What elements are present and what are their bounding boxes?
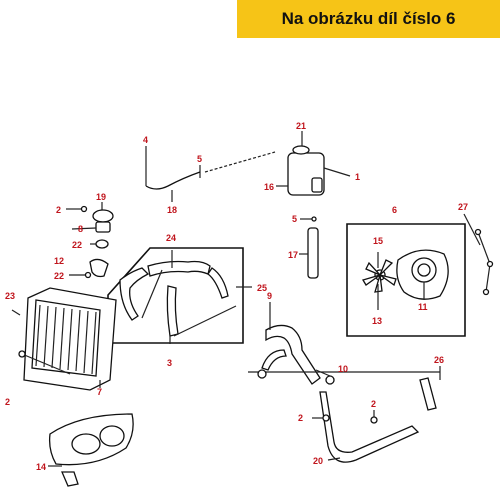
callout-18: 18 [167, 205, 177, 215]
callout-5: 5 [292, 214, 297, 224]
callout-9: 9 [267, 291, 272, 301]
callout-2: 2 [298, 413, 303, 423]
expansion-tank [276, 131, 351, 279]
callout-27: 27 [458, 202, 468, 212]
callout-16: 16 [264, 182, 274, 192]
hose-set-frame [107, 247, 244, 344]
callout-13: 13 [372, 316, 382, 326]
callout-8: 8 [78, 224, 83, 234]
callout-6: 6 [392, 205, 397, 215]
hose-set [119, 250, 252, 344]
callout-23: 23 [5, 291, 15, 301]
fan-assembly-frame [346, 223, 466, 337]
callout-14: 14 [36, 462, 46, 472]
upper-hose [145, 146, 276, 202]
callout-17: 17 [288, 250, 298, 260]
callout-2: 2 [371, 399, 376, 409]
callout-19: 19 [96, 192, 106, 202]
callout-22: 22 [54, 271, 64, 281]
callout-2: 2 [56, 205, 61, 215]
banner-text: Na obrázku díl číslo 6 [281, 9, 456, 28]
radiator-shroud [48, 413, 134, 487]
lower-pipes [248, 302, 441, 463]
callout-2: 2 [5, 397, 10, 407]
callout-5: 5 [197, 154, 202, 164]
callout-21: 21 [296, 121, 306, 131]
radiator [11, 287, 117, 391]
callout-15: 15 [373, 236, 383, 246]
thermostat-housing [66, 202, 114, 279]
callout-24: 24 [166, 233, 176, 243]
part-number-banner: Na obrázku díl číslo 6 [237, 0, 500, 38]
callout-20: 20 [313, 456, 323, 466]
callout-12: 12 [54, 256, 64, 266]
callout-7: 7 [97, 387, 102, 397]
callout-11: 11 [418, 302, 428, 312]
callout-1: 1 [355, 172, 360, 182]
callout-22: 22 [72, 240, 82, 250]
fan-assembly [362, 249, 449, 310]
callout-3: 3 [167, 358, 172, 368]
callout-25: 25 [257, 283, 267, 293]
callout-26: 26 [434, 355, 444, 365]
mounting-strut [463, 213, 494, 296]
callout-4: 4 [143, 135, 148, 145]
callout-10: 10 [338, 364, 348, 374]
